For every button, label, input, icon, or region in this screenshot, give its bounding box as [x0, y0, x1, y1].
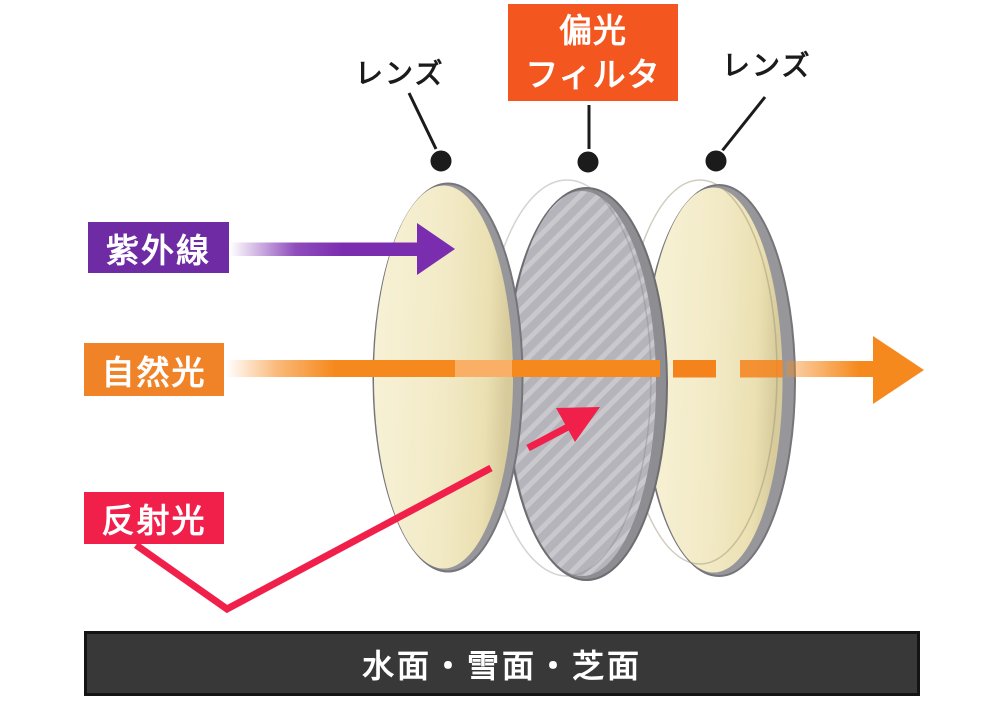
pointer-dot-lens-left — [428, 148, 454, 174]
polarizing-filter-label-line2: フィルタ — [525, 54, 661, 94]
polarizing-filter-face — [508, 191, 656, 576]
lens-left-label: レンズ — [355, 57, 445, 90]
lens-right-face — [644, 187, 783, 573]
pointer-dot-filter — [575, 149, 601, 175]
label-pointers — [407, 92, 767, 175]
reflected-light-arrow — [133, 407, 600, 614]
uv-arrow-shaft — [230, 242, 418, 256]
natural-light-arrowhead — [873, 336, 924, 404]
natural-light-beam-exit — [786, 361, 878, 377]
uv-arrowhead — [417, 223, 455, 275]
lens-left — [372, 182, 524, 573]
pointer-dot-lens-right — [703, 148, 729, 174]
pointer-line-lens-left — [407, 92, 438, 150]
reflected-light-path — [133, 464, 493, 614]
pointer-line-lens-right — [720, 96, 767, 152]
reflected-light-label: 反射光 — [84, 492, 224, 544]
uv-light-arrow — [230, 223, 455, 275]
reflected-light-path-segment — [526, 423, 570, 452]
natural-light-beam-rim-glare — [455, 360, 512, 377]
natural-light-dash-1 — [673, 360, 716, 378]
uv-light-label: 紫外線 — [88, 222, 229, 273]
natural-light-dash-2 — [740, 360, 783, 378]
natural-light-beam-solid — [226, 360, 660, 377]
polarizing-filter-label-line1: 偏光 — [559, 10, 627, 50]
reflected-light-arrowhead — [556, 407, 600, 442]
lens-right — [642, 184, 796, 577]
surface-bar: 水面・雪面・芝面 — [84, 631, 920, 696]
polarizing-filter — [505, 187, 668, 581]
natural-light-beam — [226, 336, 924, 404]
natural-light-label: 自然光 — [84, 343, 224, 396]
lens-right-label: レンズ — [722, 49, 812, 82]
polarizing-filter-label: 偏光 フィルタ — [508, 4, 678, 101]
